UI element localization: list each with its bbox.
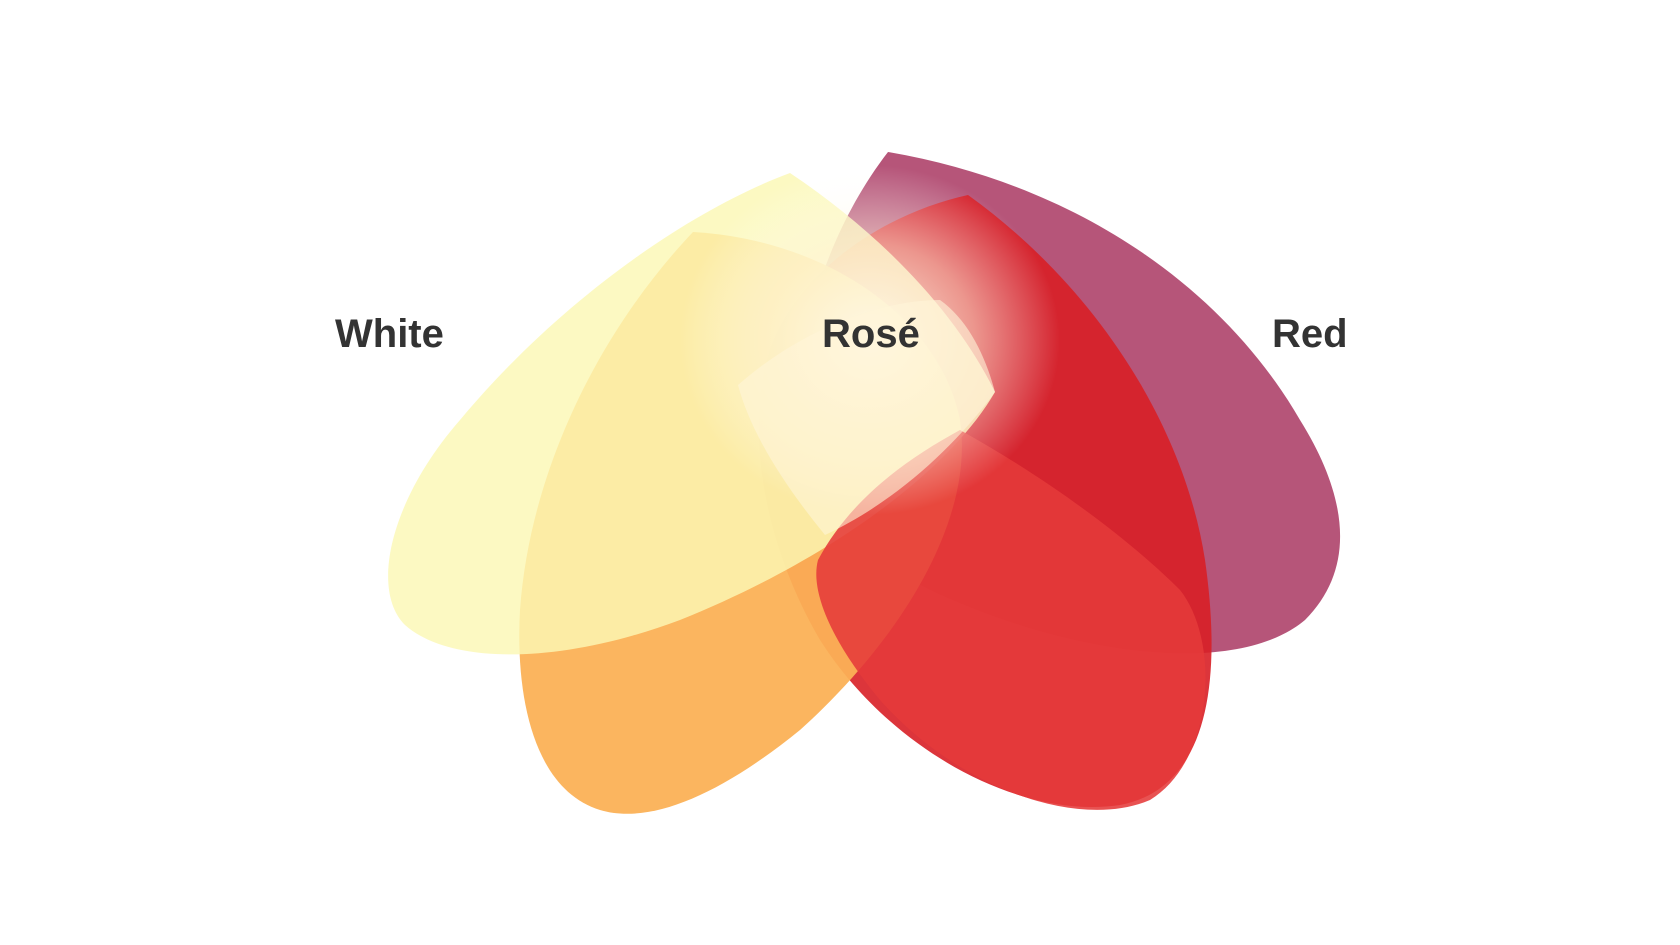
red-petal <box>816 430 1206 810</box>
label-rose: Rosé <box>822 312 920 356</box>
label-red: Red <box>1272 312 1348 356</box>
label-white: White <box>335 312 444 356</box>
rose-center-wedge <box>738 300 995 535</box>
